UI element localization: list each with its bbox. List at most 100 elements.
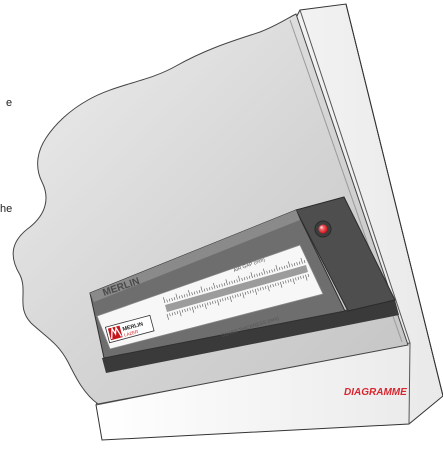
diagram-caption: DIAGRAMME (344, 387, 407, 398)
glass-thickness-tick (206, 302, 209, 306)
scale-slot (165, 265, 308, 312)
logo-line1: MERLIN (122, 322, 144, 333)
glass-thickness-tick (184, 308, 186, 312)
air-gap-tick (258, 272, 261, 276)
glass-thickness-tick (295, 277, 297, 281)
glass-thickness-tick (237, 293, 239, 297)
air-gap-tick (206, 287, 208, 291)
air-gap-tick (268, 270, 271, 274)
glass-thickness-tick (189, 307, 191, 311)
air-gap-tick (223, 282, 226, 286)
air-gap-tick (246, 276, 248, 280)
glass-thickness-tick (222, 298, 224, 302)
glass-thickness-tick (174, 311, 176, 315)
air-gap-tick (238, 275, 241, 282)
air-gap-tick (183, 294, 186, 298)
air-gap-tick (213, 282, 216, 289)
air-gap-tick (293, 262, 296, 266)
air-gap-tick (303, 260, 306, 264)
indicator-light-icon (314, 220, 332, 238)
air-gap-tick (275, 265, 278, 271)
glass-thickness-ticks (166, 273, 310, 320)
glass-thickness-tick (272, 283, 274, 287)
air-gap-tick (241, 277, 243, 281)
glass-thickness-tick (305, 274, 308, 281)
air-gap-tick (211, 286, 213, 290)
glass-thickness-tick (199, 304, 201, 308)
air-gap-tick (281, 266, 283, 270)
air-gap-tick (271, 269, 273, 273)
air-gap-tick (253, 274, 256, 278)
air-gap-tick (191, 292, 193, 296)
air-gap-tick (243, 277, 246, 281)
air-gap-tick (216, 285, 218, 289)
air-gap-tick (228, 281, 231, 285)
glass-thickness-tick (242, 292, 245, 299)
air-gap-tick (263, 268, 266, 275)
glass-thickness-tick (282, 281, 284, 285)
glass-thickness-tick (166, 313, 169, 320)
glass-thickness-tick (247, 291, 249, 295)
glass-thickness-tick (259, 287, 262, 291)
air-gap-tick (266, 270, 268, 274)
glass-thickness-tick (171, 312, 174, 316)
air-gap-tick (181, 295, 183, 299)
glass-thickness-tick (234, 294, 237, 298)
glass-thickness-tick (297, 276, 300, 280)
gauge-top-face (90, 210, 300, 302)
glass-thickness-tick (254, 288, 258, 295)
air-gap-tick (171, 297, 173, 301)
glass-thickness-tick (269, 284, 272, 288)
air-gap-tick (296, 262, 298, 266)
air-gap-tick (175, 293, 178, 300)
glass-thickness-tick (179, 310, 182, 317)
air-gap-tick (173, 297, 176, 301)
glass-thickness-tick (287, 279, 289, 283)
air-gap-tick (203, 288, 206, 292)
glass-thickness-tick (277, 282, 279, 286)
air-gap-tick (186, 293, 188, 297)
air-gap-tick (233, 280, 236, 284)
glass-thickness-tick (212, 301, 214, 305)
air-gap-tick (231, 280, 233, 284)
glass-thickness-tick (204, 303, 207, 310)
glass-thickness-tick (191, 306, 195, 313)
glass-thickness-tick (280, 281, 283, 288)
glass-thickness-tick (252, 289, 254, 293)
glass-thickness-tick (239, 293, 242, 297)
glass-thickness-tick (196, 305, 199, 309)
glass-thickness-tick (169, 313, 171, 317)
glass-thickness-tick (285, 280, 287, 284)
glass-thickness-tick (181, 309, 184, 313)
air-gap-tick (286, 265, 288, 269)
glass-thickness-tick (176, 311, 179, 315)
glass-thickness-tick (227, 296, 229, 300)
glass-thickness-tick (244, 291, 247, 295)
air-gap-tick (168, 298, 171, 302)
air-gap-ticks (163, 257, 306, 304)
air-gap-tick (278, 267, 281, 271)
glass-thickness-tick (292, 278, 295, 285)
air-gap-tick (196, 290, 198, 294)
glass-thickness-tick (249, 290, 252, 294)
air-gap-tick (248, 275, 251, 279)
air-gap-tick (291, 263, 293, 267)
glass-thickness-tick (290, 278, 292, 282)
air-gap-tick (163, 297, 166, 304)
air-gap-tick (188, 290, 191, 296)
air-gap-tick (300, 257, 303, 264)
glass-thickness-tick (224, 297, 227, 301)
glass-thickness-tick (307, 273, 310, 277)
air-gap-tick (178, 295, 181, 299)
cropped-text-1: e (6, 97, 13, 109)
glass-thickness-tick (194, 306, 196, 310)
air-gap-tick (218, 284, 221, 288)
air-gap-tick (288, 261, 291, 268)
logo-line2: LAZER (123, 329, 139, 338)
air-gap-tick (208, 287, 211, 291)
air-gap-tick (221, 283, 223, 287)
glass-thickness-tick (302, 275, 305, 279)
glass-thickness-tick (217, 299, 220, 306)
air-gap-tick (198, 290, 201, 294)
